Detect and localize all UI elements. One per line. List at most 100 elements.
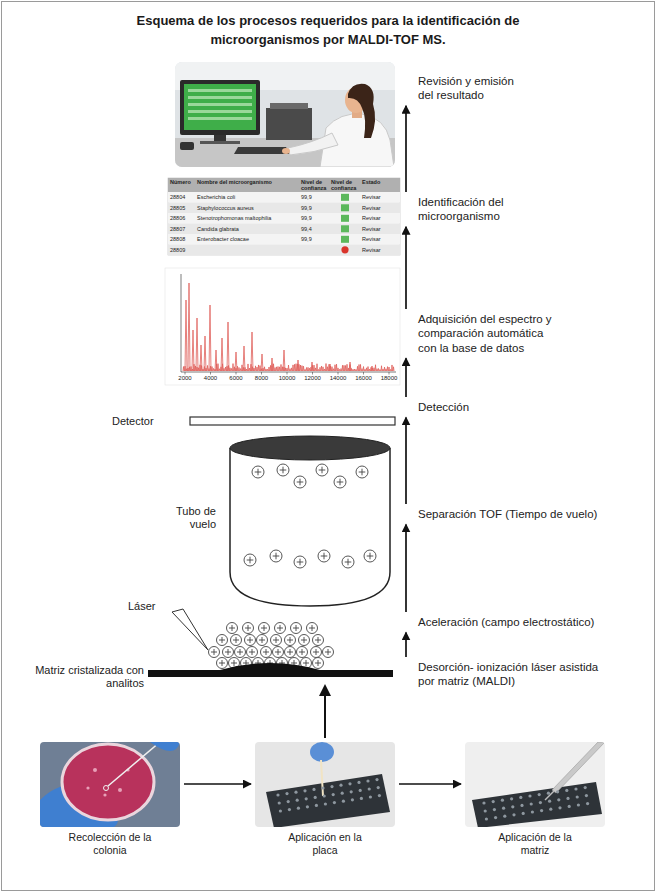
flight-tube-part [230, 436, 390, 460]
target-spot [368, 787, 371, 790]
target-spot [351, 798, 354, 801]
results-table-part [341, 194, 349, 201]
mass-spectrum [165, 268, 400, 385]
target-plate-part [220, 663, 320, 670]
flow-arrow [184, 783, 251, 785]
lab-photo-part [188, 117, 252, 120]
ion-circle [285, 647, 296, 658]
ion-charge [219, 660, 225, 666]
axis-tick-mark [312, 372, 313, 375]
results-table-part [168, 245, 400, 256]
target-spot [330, 785, 333, 788]
axis-tick: 18000 [377, 375, 401, 382]
mass-spectrum-part [181, 274, 182, 372]
table-cell: 99,9 [301, 194, 330, 201]
ion-circle [323, 647, 334, 658]
ion-charge [359, 469, 366, 476]
target-spot [377, 786, 380, 789]
target-spot [342, 800, 345, 803]
results-table-part [168, 234, 400, 245]
target-spot [531, 810, 534, 813]
plate-photo [255, 742, 395, 827]
table-cell: Revisar [362, 247, 398, 254]
axis-tick: 6000 [224, 375, 248, 382]
plate-photo-part [255, 742, 395, 827]
ion-charge [247, 637, 253, 643]
target-spot [548, 800, 551, 803]
ion-circle [291, 623, 302, 634]
target-spot [484, 809, 487, 812]
ion-charge [303, 660, 309, 666]
target-spot [359, 789, 362, 792]
target-spot [287, 800, 290, 803]
part-label: Matriz cristalizada con analitos [34, 664, 144, 690]
target-spot [512, 813, 515, 816]
colony-photo [40, 742, 180, 827]
target-spot [547, 792, 550, 795]
results-table-part [341, 246, 348, 253]
ion-charge [255, 469, 262, 476]
table-header: Nivel de confianza [331, 179, 360, 191]
target-spot [312, 788, 315, 791]
lab-photo-part [180, 80, 260, 135]
target-spot [530, 802, 533, 805]
process-step: Revisión y emisión del resultado [398, 74, 532, 103]
table-cell: Staphylococcus aureus [197, 205, 300, 212]
flow-arrow-part [324, 694, 326, 738]
ion-circle [294, 556, 306, 568]
target-spot [586, 802, 589, 805]
target-spot [519, 796, 522, 799]
ion-charge [247, 557, 254, 564]
target-spot [492, 800, 495, 803]
axis-tick-mark [363, 372, 364, 375]
axis-tick-mark [338, 372, 339, 375]
target-spot [375, 778, 378, 781]
flow-arrow [405, 632, 407, 657]
ion-charge [313, 649, 319, 655]
lab-photo-part [200, 141, 240, 144]
target-spot [333, 801, 336, 804]
part-label: Detector [112, 415, 182, 428]
ion-circle [294, 476, 306, 488]
target-spot [366, 779, 369, 782]
ion-charge [315, 637, 321, 643]
lab-photo-part [214, 135, 226, 141]
flight-tube [230, 436, 390, 606]
ion-charge [280, 467, 287, 474]
ion-circle [231, 635, 242, 646]
table-cell: 28805 [170, 205, 196, 212]
results-table-part [168, 213, 400, 224]
axis-tick: 14000 [326, 375, 350, 382]
step-label: Adquisición del espectro y comparación a… [418, 312, 556, 355]
step-label: Detección [418, 400, 538, 414]
ion-circle [313, 635, 324, 646]
lab-photo-part [282, 148, 290, 154]
ion-charge [345, 559, 352, 566]
table-cell: 99,4 [301, 226, 330, 233]
results-table-part [168, 178, 400, 255]
target-spot [297, 807, 300, 810]
target-spot [348, 782, 351, 785]
colony-photo-part [118, 788, 122, 792]
target-spot [341, 792, 344, 795]
target-spot [501, 799, 504, 802]
ion-charge [277, 625, 283, 631]
ion-charge [233, 637, 239, 643]
target-spot [540, 809, 543, 812]
table-cell: Candida glabrata [197, 226, 300, 233]
target-spot [576, 795, 579, 798]
results-table-part [168, 203, 400, 214]
target-spot [585, 794, 588, 797]
ion-charge [275, 649, 281, 655]
process-step: Desorción- ionización láser asistida por… [398, 660, 617, 689]
ion-charge [325, 649, 331, 655]
ion-charge [301, 637, 307, 643]
photo-caption: Aplicación de la matriz [493, 831, 577, 857]
table-cell: Stenotrophomonas maltophilia [197, 215, 300, 222]
spectrum-peaks [183, 283, 394, 371]
target-spot [482, 801, 485, 804]
ion-charge [273, 637, 279, 643]
ion-charge [211, 649, 217, 655]
lab-photo-part [188, 110, 252, 113]
